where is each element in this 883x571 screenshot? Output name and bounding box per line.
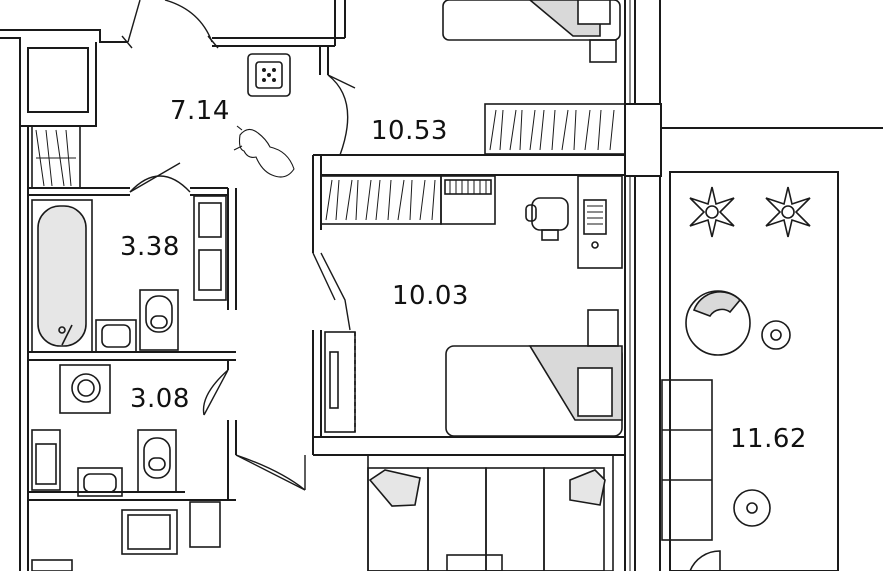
room-area-bathroom: 3.38 xyxy=(120,232,180,262)
room-area-bedroom-1: 10.53 xyxy=(371,116,448,146)
hall-furniture xyxy=(31,53,295,189)
balcony-furniture xyxy=(661,186,811,571)
bathroom-furniture xyxy=(31,195,227,353)
wc-furniture xyxy=(31,364,221,571)
living-furniture xyxy=(367,454,614,571)
bedroom-1-furniture xyxy=(442,0,626,155)
room-area-balcony: 11.62 xyxy=(730,424,807,454)
room-area-bedroom-2: 10.03 xyxy=(392,281,469,311)
doors xyxy=(121,0,356,491)
bedroom-2-furniture xyxy=(320,175,623,437)
room-area-hall: 7.14 xyxy=(170,96,230,126)
room-area-wc: 3.08 xyxy=(130,384,190,414)
